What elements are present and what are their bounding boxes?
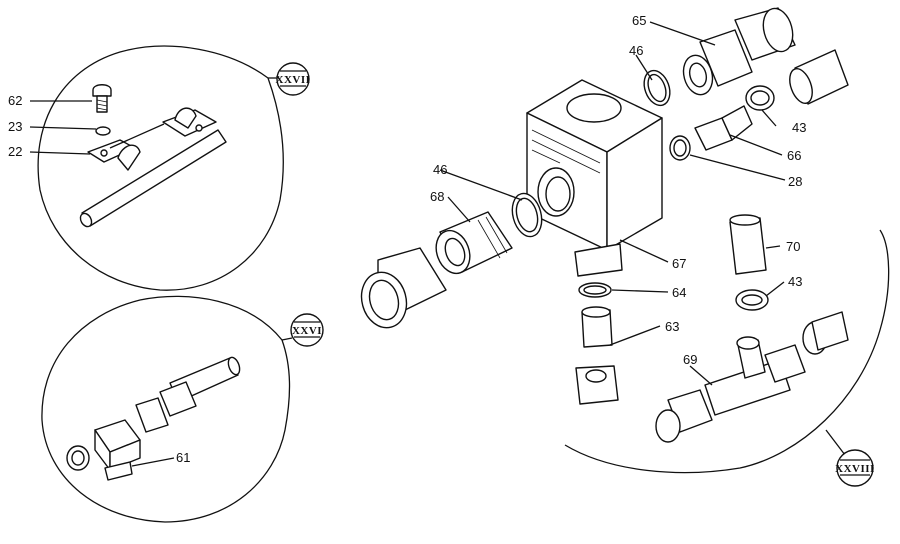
label-65: 65 <box>632 13 646 28</box>
clamp-part-upper <box>162 107 217 137</box>
union-nut-part <box>360 247 447 329</box>
label-67: 67 <box>672 256 686 271</box>
callout-badge-xxviii: XXVIII <box>835 449 875 487</box>
nipple-part-66 <box>694 105 753 151</box>
label-43-top: 43 <box>792 120 806 135</box>
label-43-bottom: 43 <box>788 274 802 289</box>
callout-text-xxviii: XXVIII <box>835 463 875 475</box>
washer-part-28 <box>669 135 691 161</box>
label-28: 28 <box>788 174 802 189</box>
connector-part-63 <box>575 306 619 405</box>
hose-part-top <box>789 49 849 105</box>
union-part-65 <box>682 7 796 96</box>
fitting-part-61 <box>104 461 133 481</box>
label-68: 68 <box>430 189 444 204</box>
label-64: 64 <box>672 285 686 300</box>
label-69: 69 <box>683 352 697 367</box>
valve-block-67 <box>526 79 663 277</box>
tee-part-69 <box>655 311 849 443</box>
leader-lines <box>439 21 786 386</box>
label-46-left: 46 <box>433 162 447 177</box>
detail-view-xxvii <box>29 45 284 291</box>
sleeve-part-70 <box>729 214 767 275</box>
label-70: 70 <box>786 239 800 254</box>
clamp-part-22 <box>87 139 141 171</box>
nut-part-xxvi <box>135 397 169 433</box>
label-62: 62 <box>8 93 22 108</box>
detail-view-xxviii <box>564 229 890 474</box>
detail-view-xxvi <box>41 295 293 523</box>
label-23: 23 <box>8 119 22 134</box>
callout-text-xxvi: XXVI <box>292 325 322 337</box>
label-22: 22 <box>8 144 22 159</box>
hose-clamp-part-43-top <box>745 85 775 111</box>
detail-circle-xxvii <box>37 45 284 291</box>
detail-circle-xxvi <box>41 295 291 523</box>
adapter-part-68 <box>435 211 513 275</box>
tube-part <box>79 129 227 228</box>
bolt-part-62 <box>92 84 112 113</box>
label-66: 66 <box>787 148 801 163</box>
label-46-top: 46 <box>629 43 643 58</box>
oring-part-46-left <box>511 192 543 238</box>
hose-clamp-part-43-bottom <box>735 289 769 311</box>
label-63: 63 <box>665 319 679 334</box>
washer-part-23 <box>95 126 111 136</box>
detail-circle-xxviii <box>564 229 890 474</box>
oring-part-46-top <box>643 69 671 107</box>
callout-badge-xxvi: XXVI <box>290 313 324 347</box>
label-61: 61 <box>176 450 190 465</box>
callout-text-xxvii: XXVII <box>276 74 311 86</box>
oring-part-64 <box>578 282 612 298</box>
callout-badge-xxvii: XXVII <box>276 62 311 96</box>
